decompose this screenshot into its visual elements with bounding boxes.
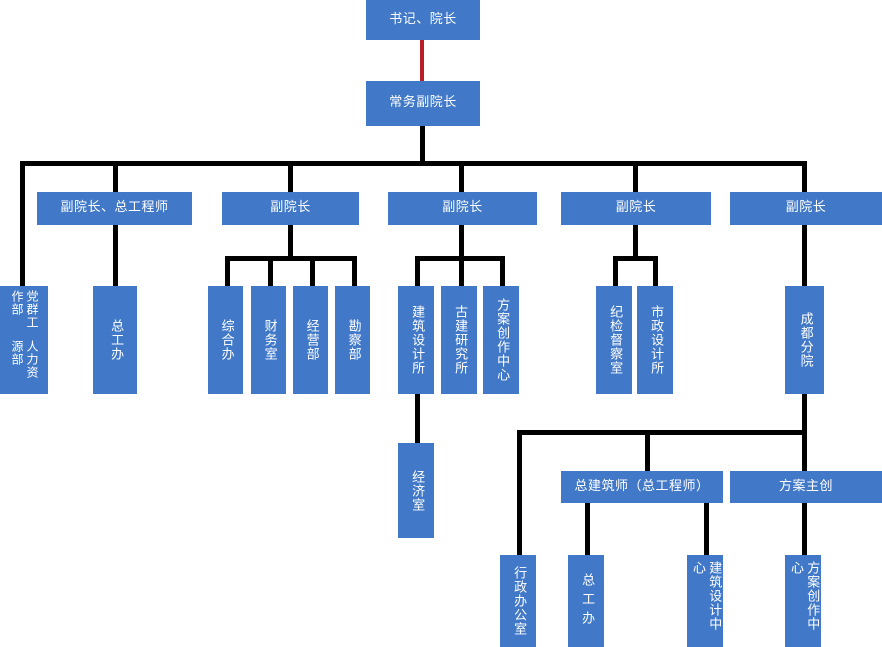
node-municipal-design-institute[interactable]: 市政设计所 <box>637 286 673 394</box>
connector-deputy-2-stem <box>288 224 293 260</box>
node-survey-dept-label: 勘察部 <box>345 319 361 361</box>
connector-deputy-3-drop-2 <box>459 256 464 286</box>
node-chengdu-chief-engineer-office-label: 总工办 <box>579 572 595 630</box>
node-discipline-inspection-office-label: 纪检督察室 <box>607 305 623 375</box>
node-exec-deputy-label: 常务副院长 <box>389 95 457 111</box>
node-scheme-creation-center-label: 方案创作中心 <box>494 298 510 382</box>
node-hr-and-party-affairs[interactable]: 党群工作部 人力资源部 <box>0 286 48 394</box>
connector-main-bus <box>20 161 807 166</box>
connector-deputy-3-drop-1 <box>415 256 420 286</box>
connector-deputy-2-drop-4 <box>352 256 357 286</box>
connector-deputy-2-bus <box>225 256 357 261</box>
connector-chengdu-bus <box>517 430 807 435</box>
node-exec-deputy[interactable]: 常务副院长 <box>366 81 480 126</box>
connector-deputy-3-drop-3 <box>500 256 505 286</box>
node-deputy-4-label: 副院长 <box>615 200 657 216</box>
node-deputy-5-label: 副院长 <box>785 200 827 216</box>
node-chengdu-chief-engineer-office[interactable]: 总工办 <box>568 555 604 647</box>
node-deputy-chief-engineer[interactable]: 副院长、总工程师 <box>37 192 192 225</box>
connector-chief-architect-to-chief-eng-office <box>585 503 590 555</box>
node-architectural-design-center[interactable]: 建筑设计中心 <box>687 555 723 647</box>
node-chengdu-branch[interactable]: 成都分院 <box>785 286 824 394</box>
connector-scheme-lead-to-scheme-center <box>802 503 807 555</box>
connector-deputy-chief-to-chief-eng-office <box>113 224 118 286</box>
node-party-affairs-label: 党群工作部 <box>10 290 39 329</box>
connector-chengdu-drop-scheme-lead <box>802 430 807 471</box>
node-chief-architect-label: 总建筑师（总工程师） <box>574 478 710 494</box>
node-economics-office-label: 经济室 <box>409 469 425 512</box>
node-architectural-design-center-label: 建筑设计中心 <box>690 561 722 631</box>
node-chief-engineer-office[interactable]: 总工办 <box>93 286 137 394</box>
node-finance-office-label: 财务室 <box>261 319 277 361</box>
node-operations-dept-label: 经营部 <box>303 319 319 361</box>
node-deputy-2[interactable]: 副院长 <box>222 192 359 225</box>
node-deputy-3-label: 副院长 <box>442 200 483 216</box>
connector-bus-drop-deputy-chief <box>113 161 118 192</box>
node-root[interactable]: 书记、院长 <box>366 0 480 40</box>
node-survey-dept[interactable]: 勘察部 <box>335 286 370 394</box>
node-municipal-design-institute-label: 市政设计所 <box>648 305 664 375</box>
node-chengdu-scheme-creation-center-label: 方案创作中心 <box>788 561 820 631</box>
node-ancient-architecture-institute-label: 古建研究所 <box>452 305 468 375</box>
connector-bus-drop-deputy-3 <box>459 161 464 192</box>
connector-root-to-exec-deputy <box>420 39 424 81</box>
node-scheme-lead[interactable]: 方案主创 <box>730 471 882 503</box>
node-administrative-office[interactable]: 行政办公室 <box>500 555 536 647</box>
connector-deputy-4-stem <box>633 224 638 260</box>
node-root-label: 书记、院长 <box>389 11 457 27</box>
node-deputy-2-label: 副院长 <box>270 200 311 216</box>
connector-deputy-3-stem <box>459 224 464 260</box>
node-administrative-office-label: 行政办公室 <box>511 566 527 636</box>
connector-deputy-5-to-chengdu <box>802 224 807 286</box>
node-economics-office[interactable]: 经济室 <box>398 443 434 538</box>
connector-deputy-2-drop-2 <box>268 256 273 286</box>
node-architectural-design-institute[interactable]: 建筑设计所 <box>398 286 434 394</box>
node-hr-label: 人力资源部 <box>10 340 39 379</box>
node-chief-engineer-office-label: 总工办 <box>108 319 124 361</box>
connector-bus-drop-deputy-2 <box>288 161 293 192</box>
connector-deputy-4-drop-1 <box>613 256 618 286</box>
connector-chief-architect-to-arch-design-center <box>704 503 709 555</box>
connector-chengdu-drop-admin <box>517 430 522 555</box>
connector-deputy-4-bus <box>613 256 658 261</box>
node-scheme-lead-label: 方案主创 <box>778 478 833 494</box>
node-discipline-inspection-office[interactable]: 纪检督察室 <box>596 286 632 394</box>
connector-bus-drop-deputy-5 <box>802 161 807 192</box>
node-general-office[interactable]: 综合办 <box>208 286 243 394</box>
connector-deputy-4-drop-2 <box>653 256 658 286</box>
connector-bus-drop-deputy-4 <box>633 161 638 192</box>
node-general-office-label: 综合办 <box>218 319 234 361</box>
node-ancient-architecture-institute[interactable]: 古建研究所 <box>441 286 477 394</box>
node-architectural-design-institute-label: 建筑设计所 <box>409 305 425 375</box>
connector-exec-deputy-stem <box>420 125 425 165</box>
node-deputy-4[interactable]: 副院长 <box>561 192 711 225</box>
node-deputy-5[interactable]: 副院长 <box>730 192 882 225</box>
node-chengdu-scheme-creation-center[interactable]: 方案创作中心 <box>785 555 821 647</box>
connector-deputy-2-drop-3 <box>310 256 315 286</box>
node-scheme-creation-center[interactable]: 方案创作中心 <box>483 286 519 394</box>
node-deputy-chief-engineer-label: 副院长、总工程师 <box>60 200 169 216</box>
node-chengdu-branch-label: 成都分院 <box>797 312 813 368</box>
connector-chengdu-drop-chief-architect <box>645 430 650 471</box>
connector-bus-drop-far-left <box>20 161 25 286</box>
node-deputy-3[interactable]: 副院长 <box>388 192 537 225</box>
connector-arch-institute-to-economics <box>415 394 420 443</box>
node-operations-dept[interactable]: 经营部 <box>293 286 328 394</box>
connector-chengdu-stem <box>802 394 807 434</box>
node-chief-architect[interactable]: 总建筑师（总工程师） <box>561 471 723 503</box>
connector-deputy-2-drop-1 <box>225 256 230 286</box>
node-finance-office[interactable]: 财务室 <box>251 286 286 394</box>
